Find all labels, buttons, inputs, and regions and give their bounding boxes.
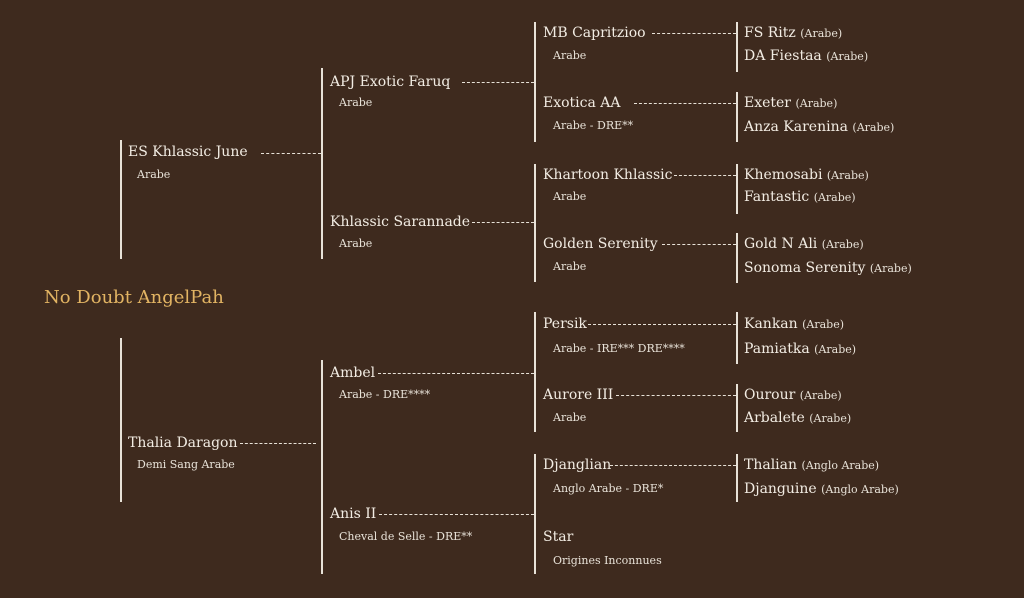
g4-entry-10: Pamiatka (Arabe)	[744, 340, 856, 359]
dam-dam-connector	[379, 514, 534, 516]
g3-info-7: Anglo Arabe - DRE*	[553, 482, 664, 495]
g4-entry-14: Djanguine (Anglo Arabe)	[744, 480, 899, 499]
sire-info: Arabe	[137, 168, 171, 181]
g4-entry-11: Ourour (Arabe)	[744, 386, 842, 405]
g4-breed-2: (Arabe)	[826, 50, 869, 63]
g3-bracket-line-3	[534, 312, 536, 432]
dam-sire-connector	[378, 373, 534, 375]
g4-name-10: Pamiatka	[744, 341, 810, 357]
g4-breed-1: (Arabe)	[800, 27, 843, 40]
g4-name-11: Ourour	[744, 387, 796, 403]
sire-name: ES Khlassic June	[128, 144, 248, 160]
g4-name-5: Khemosabi	[744, 167, 823, 183]
g4-breed-10: (Arabe)	[814, 343, 857, 356]
dam-dam-name: Anis II	[330, 506, 377, 522]
dam-bracket-line	[120, 338, 122, 502]
g4-name-14: Djanguine	[744, 481, 817, 497]
g3-bracket-line-1	[534, 22, 536, 142]
g4-entry-4: Anza Karenina (Arabe)	[744, 118, 894, 137]
g4-breed-6: (Arabe)	[813, 191, 856, 204]
g4-entry-7: Gold N Ali (Arabe)	[744, 235, 864, 254]
g3-name-7: Djanglian	[543, 457, 612, 473]
g4-name-6: Fantastic	[744, 189, 810, 205]
g4-breed-14: (Anglo Arabe)	[821, 483, 899, 496]
g4-breed-3: (Arabe)	[795, 97, 838, 110]
g4-bracket-line-2	[736, 92, 738, 142]
g4-entry-9: Kankan (Arabe)	[744, 315, 844, 334]
g4-name-2: DA Fiestaa	[744, 48, 822, 64]
g3-info-4: Arabe	[553, 260, 587, 273]
sire-dam-name: Khlassic Sarannade	[330, 214, 471, 230]
g4-breed-9: (Arabe)	[802, 318, 845, 331]
g3-connector-4	[662, 244, 736, 246]
g4-name-4: Anza Karenina	[744, 119, 848, 135]
sire-dam-connector	[472, 222, 534, 224]
g3-info-3: Arabe	[553, 190, 587, 203]
g4-breed-7: (Arabe)	[821, 238, 864, 251]
sire-dam-info: Arabe	[339, 237, 373, 250]
g4-entry-8: Sonoma Serenity (Arabe)	[744, 259, 912, 278]
g4-name-12: Arbalete	[744, 410, 805, 426]
g3-info-5: Arabe - IRE*** DRE****	[553, 342, 685, 355]
g4-entry-1: FS Ritz (Arabe)	[744, 24, 842, 43]
sire-bracket-line	[120, 140, 122, 259]
g4-name-9: Kankan	[744, 316, 798, 332]
g4-bracket-line-3	[736, 164, 738, 214]
g4-bracket-line-5	[736, 312, 738, 364]
g4-entry-13: Thalian (Anglo Arabe)	[744, 456, 879, 475]
g4-name-7: Gold N Ali	[744, 236, 818, 252]
g3-connector-5	[588, 324, 736, 326]
g4-breed-4: (Arabe)	[852, 121, 895, 134]
g4-name-1: FS Ritz	[744, 25, 796, 41]
g3-info-2: Arabe - DRE**	[553, 119, 634, 132]
g4-breed-11: (Arabe)	[799, 389, 842, 402]
g4-name-8: Sonoma Serenity	[744, 260, 866, 276]
dam-parents-bracket-line	[321, 360, 323, 574]
dam-name: Thalia Daragon	[128, 435, 238, 451]
g4-entry-2: DA Fiestaa (Arabe)	[744, 47, 868, 66]
g4-entry-12: Arbalete (Arabe)	[744, 409, 851, 428]
g3-name-6: Aurore III	[543, 387, 614, 403]
g4-entry-5: Khemosabi (Arabe)	[744, 166, 869, 185]
dam-info: Demi Sang Arabe	[137, 458, 235, 471]
dam-connector	[240, 443, 316, 445]
g4-breed-13: (Anglo Arabe)	[801, 459, 880, 472]
sire-connector	[261, 153, 321, 155]
g3-info-6: Arabe	[553, 411, 587, 424]
g4-breed-12: (Arabe)	[809, 412, 852, 425]
g3-connector-6	[616, 395, 736, 397]
g3-connector-1	[652, 33, 736, 35]
g3-connector-2	[634, 103, 736, 105]
dam-sire-name: Ambel	[330, 365, 376, 381]
g3-bracket-line-4	[534, 454, 536, 574]
sire-parents-bracket-line	[321, 68, 323, 259]
g3-info-8: Origines Inconnues	[553, 554, 662, 567]
g4-bracket-line-4	[736, 233, 738, 283]
g4-breed-8: (Arabe)	[869, 262, 912, 275]
subject-horse-name: No Doubt AngelPah	[44, 287, 224, 308]
g3-name-1: MB Capritzioo	[543, 25, 646, 41]
g4-bracket-line-6	[736, 384, 738, 432]
g3-name-4: Golden Serenity	[543, 236, 658, 252]
sire-sire-connector	[462, 82, 534, 84]
g4-bracket-line-7	[736, 454, 738, 502]
dam-dam-info: Cheval de Selle - DRE**	[339, 530, 473, 543]
dam-sire-info: Arabe - DRE****	[339, 388, 431, 401]
g3-info-1: Arabe	[553, 49, 587, 62]
g4-entry-3: Exeter (Arabe)	[744, 94, 837, 113]
sire-sire-name: APJ Exotic Faruq	[330, 74, 451, 90]
g3-name-3: Khartoon Khlassic	[543, 167, 673, 183]
g3-connector-7	[610, 465, 736, 467]
sire-sire-info: Arabe	[339, 96, 373, 109]
g4-breed-5: (Arabe)	[826, 169, 869, 182]
g3-connector-3	[674, 175, 736, 177]
g3-name-8: Star	[543, 529, 574, 545]
g3-name-2: Exotica AA	[543, 95, 621, 111]
g3-bracket-line-2	[534, 164, 536, 282]
g3-name-5: Persik	[543, 316, 587, 332]
g4-name-3: Exeter	[744, 95, 792, 111]
g4-name-13: Thalian	[744, 457, 798, 473]
g4-entry-6: Fantastic (Arabe)	[744, 188, 856, 207]
g4-bracket-line-1	[736, 22, 738, 72]
